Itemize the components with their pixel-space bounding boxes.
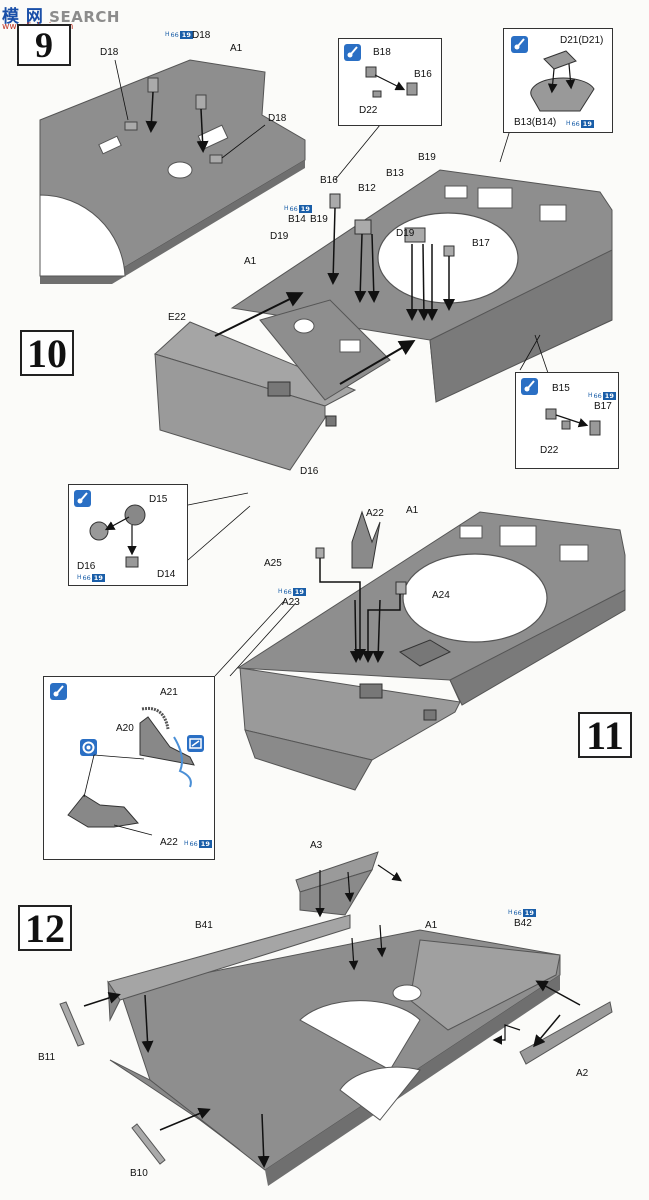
label-s10-a1: A1 <box>244 256 257 267</box>
option-icon <box>80 739 97 756</box>
glue-icon <box>74 490 91 507</box>
label-s9-d18b: D18 <box>100 47 119 58</box>
label-s10-d19a: D19 <box>270 231 289 242</box>
label-s10-b17: B17 <box>472 238 490 249</box>
label-s9-d18c: D18 <box>268 113 287 124</box>
glue-icon <box>521 378 538 395</box>
photoetch-icon <box>187 735 204 752</box>
label-s10-e22: E22 <box>168 312 186 323</box>
glue-icon <box>50 683 67 700</box>
label-s11-a22: A22 <box>366 508 384 519</box>
label-s12-b42: B42 <box>514 918 532 929</box>
step9-hull-plate <box>39 59 306 284</box>
label-s12-a2: A2 <box>576 1068 589 1079</box>
inset-parts-art <box>365 66 418 98</box>
label-s10-d16: D16 <box>300 466 319 477</box>
label-s10-b19a: B19 <box>418 152 436 163</box>
step12-hull <box>59 851 613 1186</box>
label-s10-b13: B13 <box>386 168 404 179</box>
step10-hull <box>154 124 613 471</box>
label-s11-a25: A25 <box>264 558 282 569</box>
label-s12-b10: B10 <box>130 1168 148 1179</box>
step-number-9: 9 <box>17 24 71 66</box>
label-s9-a1: A1 <box>230 43 243 54</box>
step-number-10: 10 <box>20 330 74 376</box>
label-s10-b12: B12 <box>358 183 376 194</box>
watermark: 模 网 SEARCH <box>2 2 120 27</box>
label-s10-b14: B14 <box>288 214 306 225</box>
glue-icon <box>511 36 528 53</box>
step-number-11: 11 <box>578 712 632 758</box>
label-s11-a24: A24 <box>432 590 450 601</box>
step11-hull <box>187 492 626 791</box>
label-s11-a23: A23 <box>282 597 300 608</box>
label-s10-d19b: D19 <box>396 228 415 239</box>
label-s12-a3: A3 <box>310 840 323 851</box>
label-s12-b11: B11 <box>38 1052 56 1063</box>
watermark-logo-icon: 模 网 <box>2 7 44 27</box>
label-s10-b19b: B19 <box>310 214 328 225</box>
label-s10-b16: B16 <box>320 175 338 186</box>
label-s12-a1: A1 <box>425 920 438 931</box>
step10-inset-b18: B18 B16 D22 <box>338 38 442 126</box>
label-s12-b41: B41 <box>195 920 213 931</box>
glue-icon <box>344 44 361 61</box>
label-s11-a1: A1 <box>406 505 419 516</box>
label-s9-d18a: D18 <box>192 30 211 41</box>
watermark-site: SEARCH <box>49 8 120 26</box>
step-number-12: 12 <box>18 905 72 951</box>
